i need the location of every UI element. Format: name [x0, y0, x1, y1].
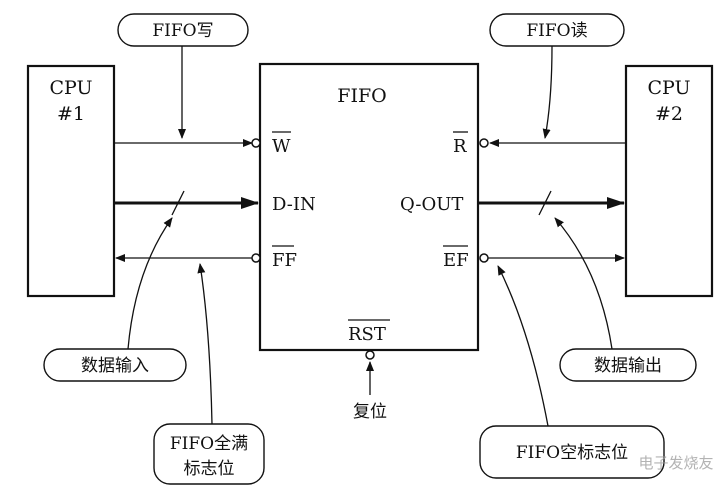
- cpu1-label-line1: CPU: [49, 77, 92, 99]
- fifo-chip: FIFO W D-IN FF R Q-OUT EF RST: [258, 62, 480, 352]
- pin-rst-label: RST: [348, 324, 386, 345]
- cpu2-label-line2: #2: [655, 103, 683, 125]
- reset-signal: 复位: [353, 350, 387, 422]
- callout-empty-flag: FIFO空标志位: [479, 265, 665, 479]
- callout-full-flag-text-line1: FIFO全满: [170, 434, 248, 454]
- cpu1-block: CPU #1: [26, 64, 116, 298]
- callout-empty-flag-text: FIFO空标志位: [516, 443, 628, 463]
- watermark-text: 电子发烧友: [638, 454, 713, 472]
- pin-w-label: W: [272, 136, 291, 157]
- callout-data-out: 数据输出: [554, 217, 697, 382]
- callout-fifo-read: FIFO读: [489, 13, 625, 139]
- callout-data-in-leader: [127, 217, 173, 350]
- callout-fifo-write-text: FIFO写: [152, 21, 213, 41]
- right-signals: [478, 138, 626, 263]
- callout-fifo-write: FIFO写: [117, 13, 249, 139]
- reset-inverter-bubble: [365, 350, 375, 360]
- callout-data-out-leader: [554, 217, 613, 350]
- pin-ef-label: EF: [443, 250, 469, 271]
- callout-data-in-text: 数据输入: [81, 356, 149, 376]
- pin-r-label: R: [453, 136, 467, 157]
- callout-fifo-read-text: FIFO读: [526, 21, 587, 41]
- cpu2-block: CPU #2: [624, 64, 714, 298]
- fifo-title: FIFO: [337, 85, 386, 107]
- pin-din-label: D-IN: [272, 194, 316, 215]
- callout-data-out-text: 数据输出: [594, 356, 662, 376]
- callout-full-flag-text-line2: 标志位: [184, 459, 235, 479]
- reset-label: 复位: [353, 402, 387, 422]
- data-out-bus-slash: [538, 190, 552, 216]
- callout-fifo-read-leader: [542, 45, 553, 139]
- pin-ff-label: FF: [272, 250, 297, 271]
- cpu2-label-line1: CPU: [647, 77, 690, 99]
- data-in-bus-slash: [171, 190, 185, 216]
- callout-data-in: 数据输入: [43, 217, 187, 382]
- callout-empty-flag-leader: [497, 265, 549, 427]
- callout-full-flag-leader: [197, 263, 213, 425]
- full-flag-inverter-bubble: [251, 253, 261, 263]
- write-inverter-bubble: [251, 138, 261, 148]
- left-signals: [114, 138, 261, 263]
- pin-qout-label: Q-OUT: [400, 194, 463, 215]
- cpu1-label-line2: #1: [57, 103, 85, 125]
- callout-full-flag: FIFO全满 标志位: [153, 263, 265, 485]
- empty-flag-inverter-bubble: [479, 253, 489, 263]
- read-inverter-bubble: [479, 138, 489, 148]
